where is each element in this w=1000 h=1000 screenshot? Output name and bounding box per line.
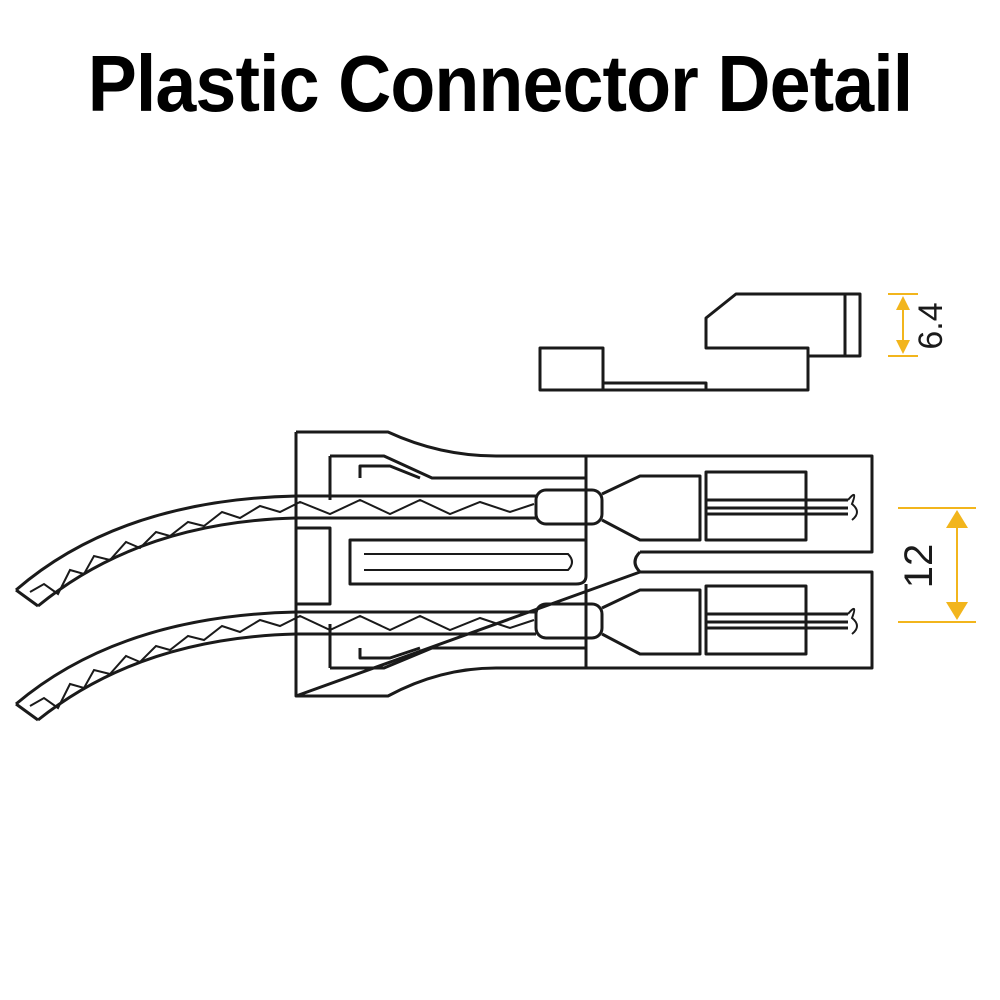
dimension-label-12: 12: [897, 544, 941, 589]
dimension-label-6-4: 6.4: [912, 302, 950, 349]
dimension-12: 12: [897, 507, 976, 623]
terminal-lower: [534, 584, 858, 656]
dimension-6-4: 6.4: [888, 293, 950, 357]
connector-side-view: [538, 292, 862, 392]
wire-upper: [15, 494, 536, 608]
wire-lower: [15, 610, 536, 722]
page-title: Plastic Connector Detail: [87, 39, 913, 128]
connector-top-view: [15, 430, 874, 722]
terminal-upper: [534, 470, 858, 542]
